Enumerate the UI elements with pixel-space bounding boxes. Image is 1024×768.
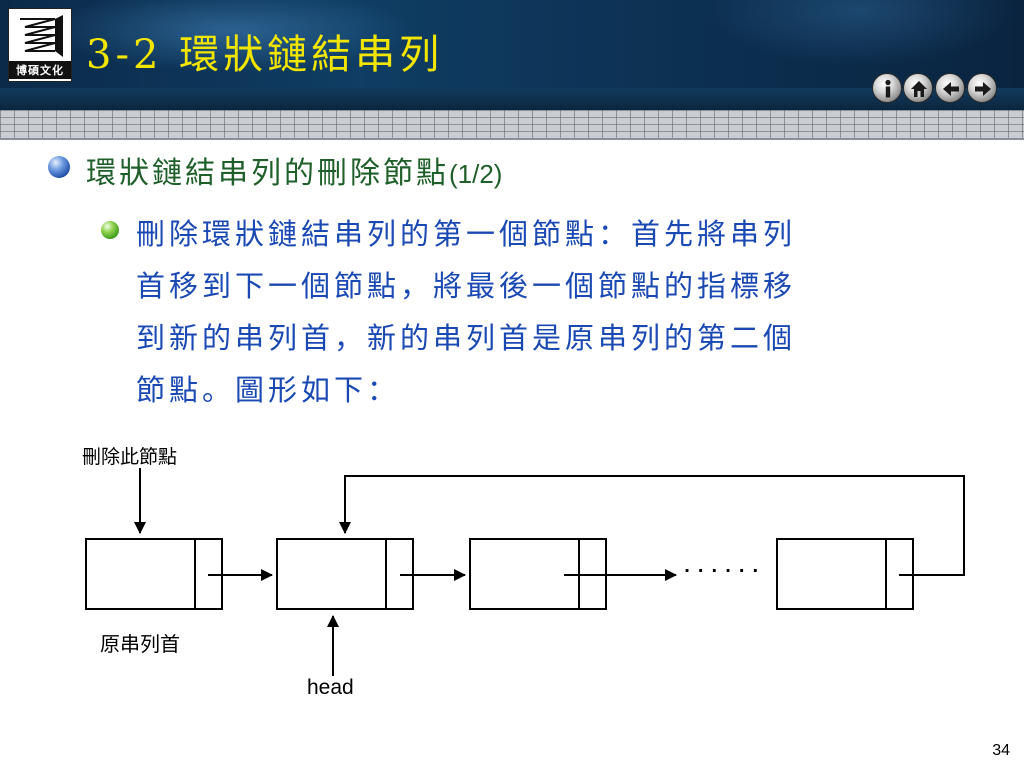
section-heading-part: (1/2) (449, 159, 503, 189)
diagram-graphic (85, 468, 965, 676)
publisher-logo: 博碩文化 (8, 8, 72, 82)
paragraph-line: 到新的串列首，新的串列首是原串列的第二個 (136, 321, 797, 355)
slide-title: 3-2 環狀鏈結串列 (86, 32, 444, 78)
sub-bullet-icon (101, 221, 119, 239)
body-paragraph: 刪除環狀鏈結串列的第一個節點：首先將串列 首移到下一個節點，將最後一個節點的指標… (136, 208, 936, 416)
section-heading: 環狀鏈結串列的刪除節點(1/2) (86, 148, 502, 192)
header-bottom-strip (0, 88, 1024, 110)
node-box (276, 538, 414, 610)
paragraph-line: 節點。圖形如下： (136, 373, 401, 407)
home-icon (911, 81, 927, 97)
header-band: 博碩文化 3-2 環狀鏈結串列 (0, 0, 1024, 110)
page-number: 34 (992, 742, 1010, 759)
logo-text: 博碩文化 (9, 61, 71, 79)
grid-band (0, 110, 1024, 140)
linked-list-diagram: 刪除此節點 原串列首 head · · · · · · (0, 420, 1024, 720)
node-box (85, 538, 223, 610)
info-icon (885, 79, 891, 98)
next-button[interactable] (967, 73, 997, 103)
home-button[interactable] (903, 73, 933, 103)
previous-button[interactable] (935, 73, 965, 103)
paragraph-line: 刪除環狀鏈結串列的第一個節點：首先將串列 (136, 217, 797, 251)
section-heading-text: 環狀鏈結串列的刪除節點 (86, 156, 449, 191)
arrow-left-icon (943, 82, 959, 96)
delete-node-label: 刪除此節點 (82, 446, 178, 468)
node-box (776, 538, 914, 610)
head-label: head (307, 676, 354, 699)
ellipsis-label: · · · · · · (684, 561, 760, 580)
logo-graphic (20, 15, 63, 57)
arrow-right-icon (975, 82, 991, 96)
paragraph-line: 首移到下一個節點，將最後一個節點的指標移 (136, 269, 797, 303)
original-head-label: 原串列首 (100, 632, 180, 656)
info-button[interactable] (872, 73, 902, 103)
bullet-icon (48, 156, 70, 178)
